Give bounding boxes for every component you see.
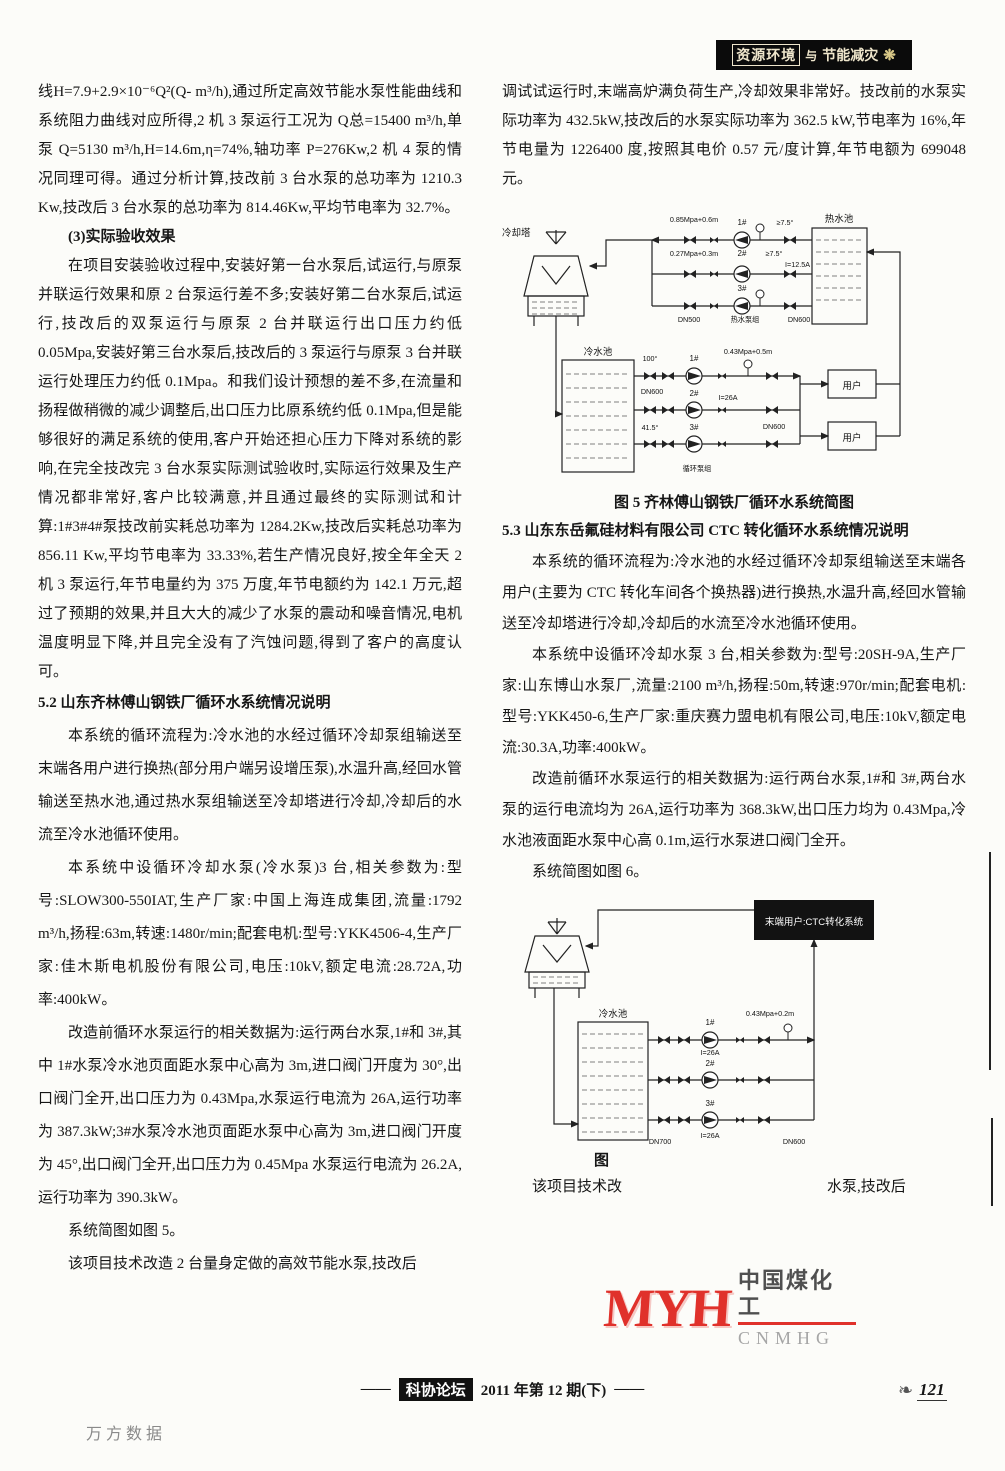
fig5-hot-pool-water-hatch xyxy=(816,239,863,301)
footer: —— 科协论坛 2011 年第 12 期(下) —— xyxy=(0,1378,1005,1401)
fig5-hot-pump-group-icons xyxy=(684,223,796,315)
fig6-label-cold-pool: 冷水池 xyxy=(599,1008,628,1020)
fig5-label-cpump2: 2# xyxy=(690,389,699,398)
fig5-label-angle-c1: 100° xyxy=(643,354,658,363)
left-column: 线H=7.9+2.9×10⁻⁶Q²(Q- m³/h),通过所定高效节能水泵性能曲… xyxy=(38,78,462,1281)
paragraph-right-3: 改造前循环水泵运行的相关数据为:运行两台水泵,1#和 3#,两台水泵的运行电流均… xyxy=(502,771,966,849)
paragraph-left-0: 线H=7.9+2.9×10⁻⁶Q²(Q- m³/h),通过所定高效节能水泵性能曲… xyxy=(38,84,462,216)
figure6: 末端用户:CTC转化系统 xyxy=(502,892,966,1150)
header-banner: 资源环境 与 节能减灾 ❋ xyxy=(716,40,912,70)
fig6-label-dn700: DN700 xyxy=(649,1137,671,1146)
watermark-text-block: 中国煤化工 CNMHG xyxy=(737,1267,856,1349)
paragraph-left-1: 在项目安装验收过程中,安装好第一台水泵后,试运行,与原泵并联运行效果和原 2 台… xyxy=(38,258,462,680)
last-line-suffix: 水泵,技改后 xyxy=(827,1179,906,1195)
page-number: 121 xyxy=(917,1380,947,1401)
banner-ornament-icon: ❋ xyxy=(883,47,896,64)
issue-info: 2011 年第 12 期(下) xyxy=(480,1383,607,1399)
fig6-label-current3: I=26A xyxy=(701,1131,720,1140)
paragraph-right-4: 系统简图如图 6。 xyxy=(532,864,649,880)
fig5-label-cooling-tower: 冷却塔 xyxy=(502,227,531,239)
fig5-label-hot-pump-group: 热水泵组 xyxy=(731,315,760,324)
paragraph-left-3: 本系统中设循环冷却水泵(冷水泵)3 台,相关参数为:型号:SLOW300-550… xyxy=(38,860,462,1008)
figure5-caption: 图 5 齐林傅山钢铁厂循环水系统简图 xyxy=(613,495,854,511)
paragraph-left-6: 该项目技术改造 2 台量身定做的高效节能水泵,技改后 xyxy=(68,1256,417,1272)
paragraph-left-2: 本系统的循环流程为:冷水池的水经过循环冷却泵组输送至末端各用户进行换热(部分用户… xyxy=(38,728,462,843)
fig5-cold-pool-water-hatch xyxy=(566,373,630,459)
paragraph-left-4: 改造前循环水泵运行的相关数据为:运行两台水泵,1#和 3#,其中 1#水泵冷水池… xyxy=(38,1025,462,1206)
right-column: 调试试运行时,末端高炉满负荷生产,冷却效果非常好。技改前的水泵实际功率为 432… xyxy=(502,78,966,1202)
fig6-label-dn600: DN600 xyxy=(783,1137,805,1146)
fig5-label-angle1: ≥7.5° xyxy=(777,218,794,227)
watermark-abbreviation: CNMHG xyxy=(737,1327,835,1348)
fig5-label-hot-pool: 热水池 xyxy=(825,213,854,225)
paragraph-left-5: 系统简图如图 5。 xyxy=(68,1223,185,1239)
watermark-logo-letters: MYH xyxy=(601,1278,733,1338)
watermark-red-rule xyxy=(737,1321,856,1325)
fig5-user2-box xyxy=(827,421,877,451)
scan-artifact-line-2 xyxy=(991,1118,993,1206)
scan-artifact-line-1 xyxy=(989,852,991,1070)
fig5-label-dn600-b: DN600 xyxy=(763,422,785,431)
fig6-label-current1: I=26A xyxy=(701,1048,720,1057)
fig6-label-pump3: 3# xyxy=(706,1099,715,1108)
fig6-label-ctc: 末端用户:CTC转化系统 xyxy=(765,916,864,928)
fig5-label-angle-c3: 41.5° xyxy=(642,423,659,432)
section-heading-5-3: 5.3 山东东岳氟硅材料有限公司 CTC 转化循环水系统情况说明 xyxy=(502,523,909,539)
journal-name: 科协论坛 xyxy=(398,1378,473,1401)
figure5-diagram: 冷却塔 热水池 冷水池 0.85Mpa+0.6m 1# ≥7.5° 0.27Mp… xyxy=(502,213,901,473)
fig5-label-current-hot: I=12.5A xyxy=(785,260,810,269)
fig5-label-pump1: 1# xyxy=(738,218,747,227)
fig5-label-press2: 0.27Mpa+0.3m xyxy=(670,249,718,258)
paragraph-right-0: 调试试运行时,末端高炉满负荷生产,冷却效果非常好。技改前的水泵实际功率为 432… xyxy=(502,84,966,187)
fig6-cold-pool-water-hatch xyxy=(582,1033,644,1133)
page-number-block: ❧ 121 xyxy=(898,1380,947,1401)
section-heading-5-2: 5.2 山东齐林傅山钢铁厂循环水系统情况说明 xyxy=(38,695,331,711)
fig5-label-user1: 用户 xyxy=(842,380,861,392)
fig6-cooling-tower-icon xyxy=(524,918,590,998)
paragraph-right-1: 本系统的循环流程为:冷水池的水经过循环冷却泵组输送至末端各用户(主要为 CTC … xyxy=(502,554,966,632)
banner-section-right: 节能减灾 xyxy=(822,49,879,64)
fig6-pipes xyxy=(553,909,818,1128)
fig5-label-cpump3: 3# xyxy=(690,423,699,432)
figure5: 冷却塔 热水池 冷水池 0.85Mpa+0.6m 1# ≥7.5° 0.27Mp… xyxy=(502,208,966,488)
figure6-diagram: 末端用户:CTC转化系统 xyxy=(524,900,874,1146)
fig5-label-dn600-a: DN600 xyxy=(641,387,663,396)
fig5-cold-pool xyxy=(561,359,635,473)
fig5-label-pump3: 3# xyxy=(738,284,747,293)
fig5-label-angle2: ≥7.5° xyxy=(766,249,783,258)
fig5-label-dn500: DN500 xyxy=(678,315,700,324)
fig5-label-pump2: 2# xyxy=(738,249,747,258)
banner-conjunction: 与 xyxy=(805,48,818,63)
fig5-cooling-tower-icon xyxy=(523,230,589,326)
watermark-company-name: 中国煤化工 xyxy=(737,1267,834,1319)
fig5-circ-pump-group-icons xyxy=(644,359,778,453)
fig6-label-pump2: 2# xyxy=(706,1059,715,1068)
subheading-acceptance: (3)实际验收效果 xyxy=(68,229,176,245)
fig6-label-press: 0.43Mpa+0.2m xyxy=(746,1009,794,1018)
leaf-ornament-icon: ❧ xyxy=(898,1380,914,1400)
fig5-label-press1: 0.85Mpa+0.6m xyxy=(670,215,718,224)
fig5-label-current-cold: I=26A xyxy=(719,393,738,402)
paragraph-right-2: 本系统中设循环冷却水泵 3 台,相关参数为:型号:20SH-9A,生产厂家:山东… xyxy=(502,647,966,756)
fig6-label-pump1: 1# xyxy=(706,1018,715,1027)
fig5-hot-pool xyxy=(811,227,868,325)
figure6-caption: 图 xyxy=(594,1153,610,1169)
fig6-ctc-box: 末端用户:CTC转化系统 xyxy=(754,900,874,940)
fig5-label-user2: 用户 xyxy=(842,432,861,444)
fig5-label-circ-pump-group: 循环泵组 xyxy=(683,464,712,473)
fig5-pipes xyxy=(554,236,901,445)
banner-section-left: 资源环境 xyxy=(732,44,801,66)
footer-dash-right: —— xyxy=(614,1381,645,1397)
paragraph-right-last: 该项目技术改 水泵,技改后 xyxy=(502,1172,966,1202)
fig5-label-dn600-hot: DN600 xyxy=(788,315,810,324)
database-provider-mark: 万方数据 xyxy=(86,1426,167,1443)
last-line-prefix: 该项目技术改 xyxy=(532,1179,623,1195)
fig5-user1-box xyxy=(827,369,877,399)
fig5-label-cpump1: 1# xyxy=(690,354,699,363)
fig5-label-cold-pool: 冷水池 xyxy=(584,346,613,358)
fig6-cold-pool xyxy=(577,1021,649,1141)
footer-dash-left: —— xyxy=(360,1381,391,1397)
fig5-label-cold-press: 0.43Mpa+0.5m xyxy=(724,347,772,356)
cnmhg-watermark: MYH 中国煤化工 CNMHG xyxy=(601,1266,856,1350)
